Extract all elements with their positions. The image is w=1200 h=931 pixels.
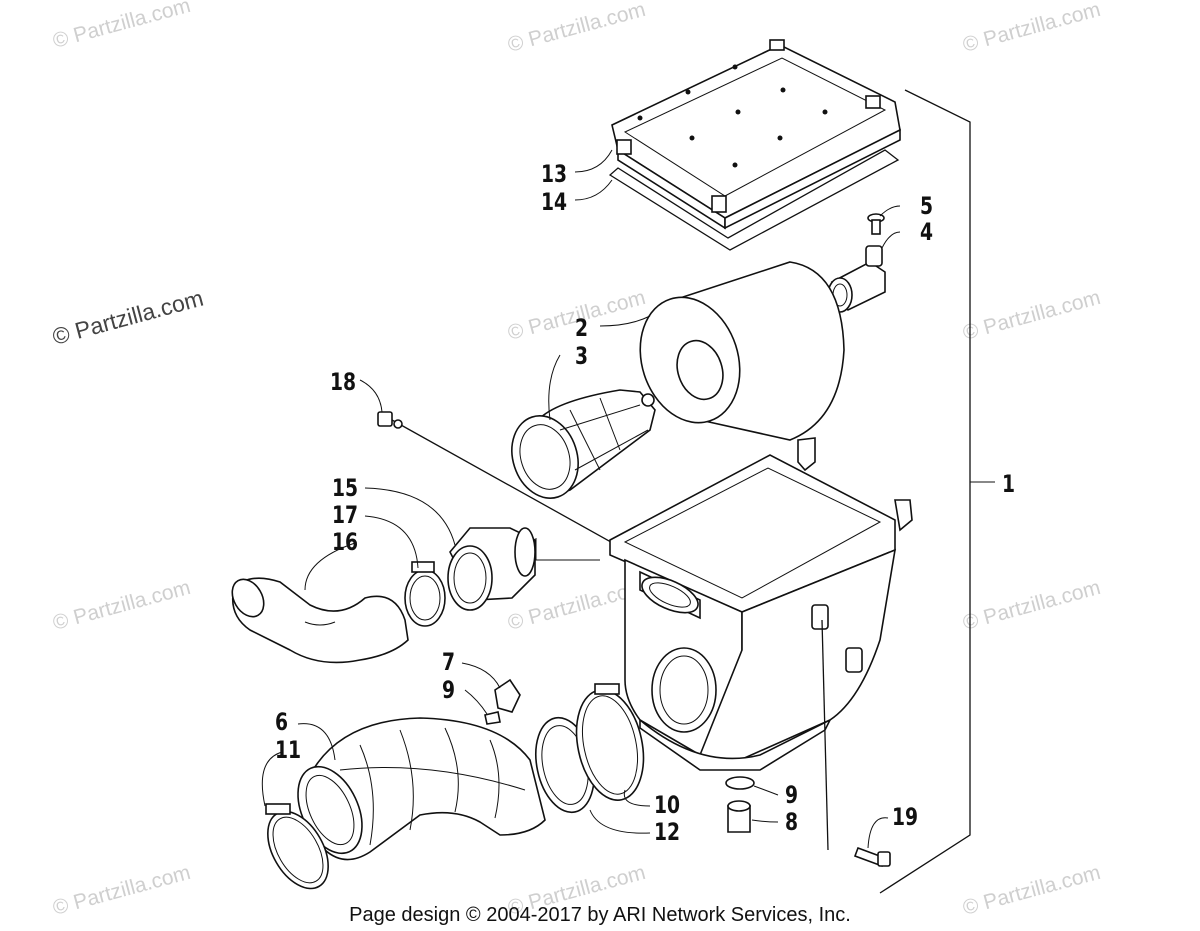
callout-10: 10 <box>654 792 680 820</box>
watermark-prominent: © Partzilla.com <box>50 285 206 350</box>
airbox-lid <box>611 39 901 230</box>
intake-tube <box>231 577 409 664</box>
watermark: © Partzilla.com <box>960 861 1103 920</box>
callout-19: 19 <box>892 804 918 832</box>
elbow-duct <box>297 717 546 861</box>
elbow-fitting <box>484 678 521 725</box>
callout-12: 12 <box>654 819 680 847</box>
leader-lines <box>261 149 901 849</box>
clamp-large <box>265 803 329 890</box>
watermark: © Partzilla.com <box>50 0 193 53</box>
fitting <box>827 245 886 313</box>
callout-18: 18 <box>330 369 356 397</box>
screw <box>867 213 885 235</box>
watermark: © Partzilla.com <box>960 576 1103 635</box>
drain-hose <box>727 800 751 833</box>
callout-4: 4 <box>920 219 933 247</box>
callout-9-top: 9 <box>442 677 455 705</box>
callout-7: 7 <box>442 649 455 677</box>
copyright-footer: Page design © 2004-2017 by ARI Network S… <box>349 904 851 926</box>
callout-2: 2 <box>575 315 588 343</box>
callout-3: 3 <box>575 343 588 371</box>
callout-5: 5 <box>920 193 933 221</box>
callouts: 1 2 3 4 5 6 7 8 9 9 10 11 12 13 14 15 16… <box>275 161 1015 847</box>
mount-bolt <box>821 619 891 868</box>
callout-16: 16 <box>332 529 358 557</box>
assembly-bracket <box>879 89 995 894</box>
lid-seal <box>608 149 900 251</box>
callout-9-bottom: 9 <box>785 782 798 810</box>
watermark: © Partzilla.com <box>505 0 648 57</box>
filter-cage <box>511 389 656 499</box>
hose-clip <box>725 776 755 790</box>
watermark: © Partzilla.com <box>960 286 1103 345</box>
watermark: © Partzilla.com <box>50 576 193 635</box>
callout-15: 15 <box>332 475 358 503</box>
air-filter <box>639 261 845 441</box>
callout-14: 14 <box>541 189 567 217</box>
callout-1: 1 <box>1002 471 1015 499</box>
airbox-housing <box>609 437 913 771</box>
clamp-ring <box>575 683 645 801</box>
clamp-small <box>404 561 446 627</box>
callout-8: 8 <box>785 809 798 837</box>
intake-duct <box>447 527 536 611</box>
callout-6: 6 <box>275 709 288 737</box>
callout-13: 13 <box>541 161 567 189</box>
watermark: © Partzilla.com <box>50 861 193 920</box>
callout-11: 11 <box>275 737 301 765</box>
callout-17: 17 <box>332 502 358 530</box>
watermark: © Partzilla.com <box>960 0 1103 57</box>
